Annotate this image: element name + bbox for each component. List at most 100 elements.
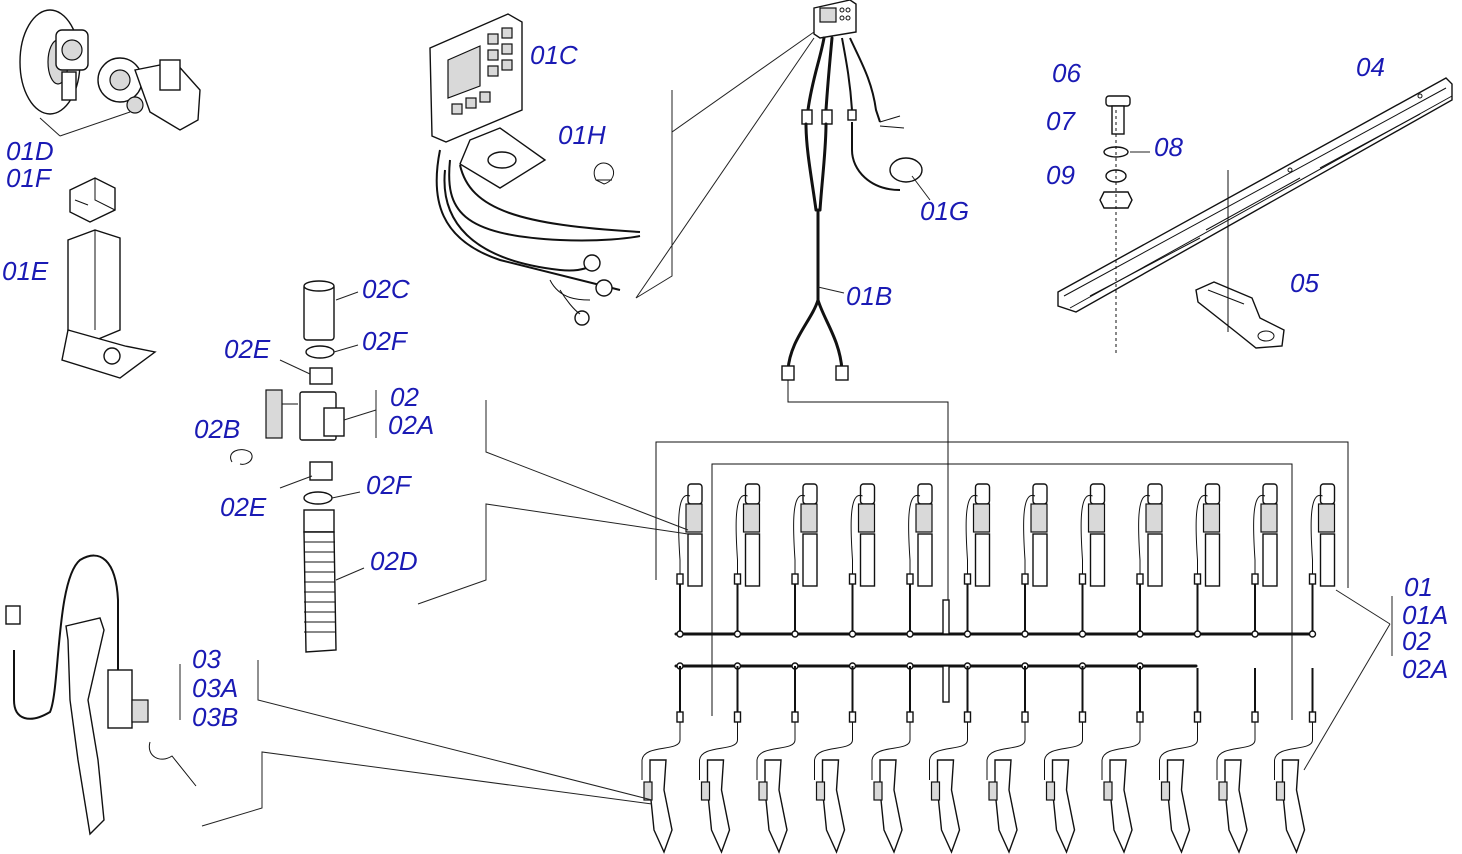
sensor-plug (733, 573, 742, 585)
sensor-body (972, 503, 991, 533)
bus-junction (906, 630, 914, 638)
label-01D: 01D (6, 136, 54, 166)
sensor-hose (1319, 533, 1336, 587)
funnel-sensor (700, 781, 711, 801)
funnel-body (994, 759, 1018, 854)
leader-lines-right (1303, 589, 1393, 771)
funnel-wire (871, 722, 911, 780)
sensor-head (802, 483, 818, 505)
funnel-wire (1159, 722, 1198, 780)
sensor-hose (744, 533, 761, 587)
label-02E-bottom: 02E (220, 492, 267, 522)
label-02B: 02B (194, 414, 240, 444)
sensor-wire (1023, 495, 1036, 580)
label-03: 03 (192, 644, 221, 674)
label-02: 02 (390, 382, 419, 412)
label-02A-right: 02A (1402, 654, 1448, 684)
funnel-body (764, 759, 788, 854)
sensor-unit (1044, 483, 1106, 854)
bracket-05-drawing (1195, 170, 1285, 349)
bus-junction (1078, 630, 1087, 638)
sensor-head (744, 483, 761, 505)
sensor-plug (791, 573, 799, 585)
sensor-unit (1216, 483, 1278, 854)
sensor-wire (1253, 495, 1266, 580)
sensor-wire (1080, 495, 1093, 580)
funnel-03-drawing (5, 554, 197, 836)
label-02C: 02C (362, 274, 410, 304)
funnel-body (1281, 759, 1306, 854)
funnel-plug (906, 711, 914, 723)
sensor-wire (1195, 495, 1208, 580)
sensor-wire (1138, 495, 1151, 580)
funnel-body (1109, 759, 1133, 854)
sensor-unit (641, 483, 703, 854)
label-01C: 01C (530, 40, 578, 70)
funnel-wire (641, 722, 681, 780)
funnel-wire (1216, 722, 1256, 780)
funnel-plug (963, 711, 972, 723)
funnel-sensor (1160, 781, 1171, 801)
funnel-body (649, 759, 673, 854)
bus-junction (848, 630, 857, 638)
bus-junction (1136, 630, 1144, 638)
sensor-wire (735, 495, 748, 580)
label-02F-top: 02F (362, 326, 409, 356)
sensor-head (1032, 483, 1048, 505)
sensor-body (1030, 503, 1048, 533)
funnel-body (821, 759, 846, 854)
sensor-unit (871, 483, 933, 854)
sensor-wire (1310, 495, 1323, 580)
funnel-body (1224, 759, 1248, 854)
funnel-sensor (815, 781, 826, 801)
sensor-unit (1101, 483, 1163, 854)
sensor-hose (1032, 533, 1048, 587)
sensor-head (1204, 483, 1221, 505)
funnel-plug (1193, 711, 1202, 723)
clip-01H-drawing (593, 162, 614, 185)
funnel-sensor (873, 781, 883, 801)
sensor-plug (848, 573, 857, 585)
sensor-body (1087, 503, 1106, 533)
sensor-body (1317, 503, 1336, 533)
label-08: 08 (1154, 132, 1183, 162)
label-04: 04 (1356, 52, 1385, 82)
bus-junction (676, 630, 684, 638)
bus-junction (1251, 630, 1259, 638)
bus-junction (1021, 630, 1029, 638)
funnel-sensor (1275, 781, 1286, 801)
label-06: 06 (1052, 58, 1081, 88)
rail-04-drawing (1057, 77, 1453, 313)
monitor-01C-drawing (429, 13, 641, 326)
label-02F-bottom: 02F (366, 470, 413, 500)
label-01H: 01H (558, 120, 606, 150)
funnel-wire (929, 722, 968, 780)
sensor-hose (859, 533, 876, 587)
sensor-head (917, 483, 933, 505)
sensor-head (1319, 483, 1336, 505)
funnel-body (706, 759, 731, 854)
funnel-plug (1136, 711, 1144, 723)
funnel-sensor (1045, 781, 1056, 801)
sensor-head (859, 483, 876, 505)
leader-lines-top (635, 31, 931, 299)
sensor-plug (676, 573, 684, 585)
sensor-plug (1078, 573, 1087, 585)
sensor-body (685, 503, 703, 533)
funnel-sensor (1103, 781, 1113, 801)
bolt-kit-06-09-drawing (1099, 95, 1150, 356)
label-02A: 02A (388, 410, 434, 440)
sensor-plug (963, 573, 972, 585)
sensor-unit (756, 483, 818, 854)
corrugated-hose-ribs (304, 541, 335, 633)
funnel-body (1166, 759, 1191, 854)
funnel-plug (1078, 711, 1087, 723)
sensor-plug (1021, 573, 1029, 585)
sensor-hose (974, 533, 991, 587)
funnel-wire (814, 722, 853, 780)
sensor-head (974, 483, 991, 505)
mount-bracket-01D-drawing (19, 9, 201, 137)
sensor-body (1202, 503, 1221, 533)
funnel-sensor (643, 781, 653, 801)
sensor-wire (793, 495, 806, 580)
